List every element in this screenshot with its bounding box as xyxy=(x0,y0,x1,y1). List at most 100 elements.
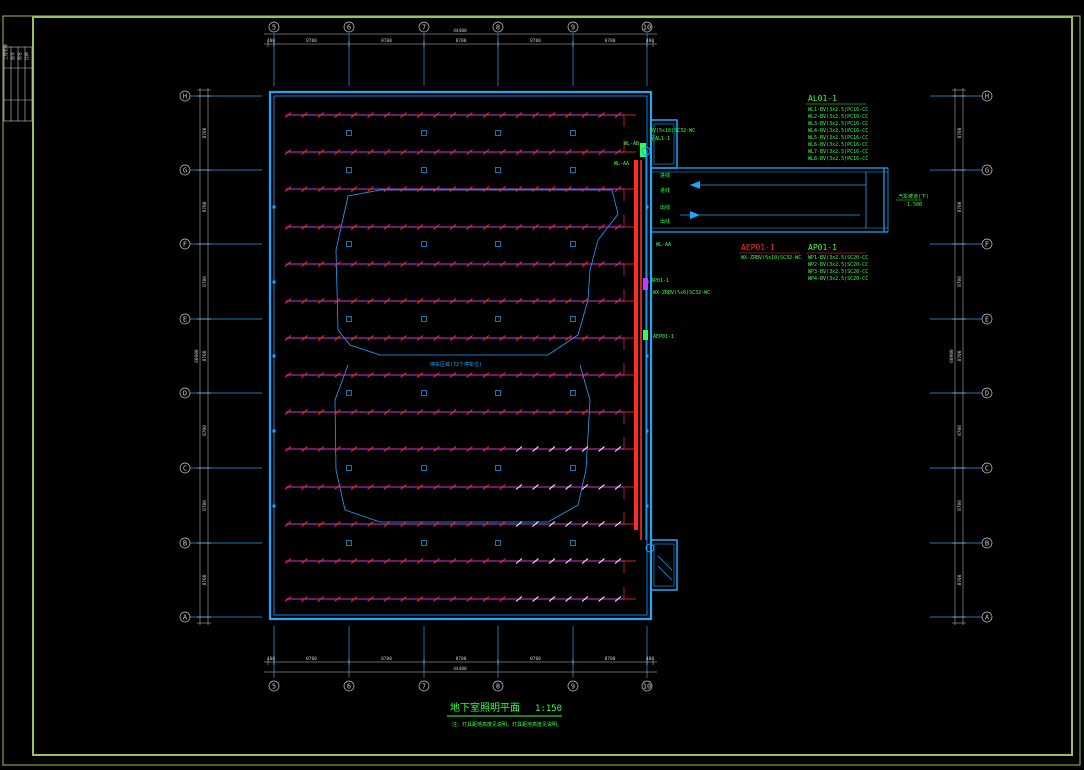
panel-ap01[interactable] xyxy=(643,278,648,290)
light-fixture xyxy=(350,409,358,415)
column-axis-bubble xyxy=(567,21,579,33)
light-fixture xyxy=(598,149,605,155)
light-fixture xyxy=(581,335,589,341)
light-fixture xyxy=(383,558,391,564)
light-fixture xyxy=(334,521,341,527)
light-fixture xyxy=(614,335,622,341)
light-fixture xyxy=(317,558,325,564)
wl-a-label: WL-AA xyxy=(656,242,671,248)
drawing-note: 注：灯具距地高度见说明，灯具距地高度见说明。 xyxy=(452,721,562,728)
light-fixture xyxy=(565,186,572,192)
light-fixture xyxy=(548,149,556,155)
light-fixture xyxy=(416,224,424,230)
light-fixture xyxy=(598,298,605,304)
row-axis-bubble xyxy=(981,238,993,250)
emergency-light xyxy=(421,167,427,173)
light-fixture xyxy=(548,484,556,490)
light-fixture xyxy=(482,446,490,452)
column-axis-label: 9 xyxy=(571,24,575,32)
emergency-light xyxy=(495,130,501,136)
light-fixture xyxy=(367,484,374,490)
light-fixture xyxy=(581,446,589,452)
row-axis-label: A xyxy=(183,614,188,622)
light-fixture xyxy=(482,372,490,378)
row-axis-bubble xyxy=(981,90,993,102)
light-fixture xyxy=(301,521,308,527)
light-fixture xyxy=(350,596,358,602)
light-fixture xyxy=(482,112,490,118)
light-fixture xyxy=(433,409,440,415)
light-fixture xyxy=(614,484,622,490)
light-fixture xyxy=(548,298,556,304)
parking-zone-outline xyxy=(335,189,619,356)
light-fixture xyxy=(284,261,292,267)
light-fixture xyxy=(532,372,539,378)
light-fixture xyxy=(317,224,325,230)
dimension-label: 8700 xyxy=(381,38,392,44)
light-fixture xyxy=(334,261,341,267)
drawing-title-main: 地下室照明平面 xyxy=(450,701,520,714)
light-fixture xyxy=(367,372,374,378)
column-axis-label: 7 xyxy=(422,683,426,691)
light-fixture xyxy=(515,261,523,267)
light-fixture xyxy=(449,149,457,155)
emergency-light xyxy=(495,540,501,546)
light-fixture xyxy=(548,335,556,341)
light-fixture xyxy=(598,446,605,452)
light-fixture xyxy=(565,446,572,452)
column-axis-bubble xyxy=(567,680,579,692)
wall-light xyxy=(272,504,276,508)
emergency-light xyxy=(495,167,501,173)
column-axis-label: 10 xyxy=(643,683,651,691)
light-fixture xyxy=(581,112,589,118)
entry-label: 进线 xyxy=(660,172,670,179)
emergency-light xyxy=(570,316,576,322)
panel-aep01[interactable] xyxy=(643,330,648,340)
light-fixture xyxy=(532,149,539,155)
column-axis-bubble xyxy=(641,680,653,692)
ramp xyxy=(651,167,889,233)
main-riser xyxy=(634,143,655,553)
wall-light xyxy=(645,504,649,508)
column-axis-label: 7 xyxy=(422,24,426,32)
row-axis-label: D xyxy=(985,390,989,398)
entry-label: 出线 xyxy=(660,204,670,211)
column-axis-bubble xyxy=(343,21,355,33)
dimension-label: 400 xyxy=(646,38,654,44)
panel-circuit-line: WL4-BV(3x2.5)PC16-CC xyxy=(808,128,868,134)
light-fixture xyxy=(482,186,490,192)
row-axis-bubble xyxy=(179,164,191,176)
dimension-label: 8700 xyxy=(957,574,963,585)
light-fixture xyxy=(449,298,457,304)
light-fixture xyxy=(614,149,622,155)
wall-light xyxy=(272,280,276,284)
dimension-label: 8700 xyxy=(530,38,541,44)
parking-zone-label: 停车区域(72个停车位) xyxy=(430,361,482,368)
light-fixture xyxy=(400,372,407,378)
light-fixture xyxy=(400,596,407,602)
light-fixture xyxy=(515,521,523,527)
row-axis-label: C xyxy=(183,465,187,473)
light-fixture xyxy=(548,558,556,564)
light-fixture xyxy=(284,521,292,527)
light-fixture xyxy=(499,409,506,415)
light-fixture xyxy=(317,409,325,415)
light-fixture xyxy=(499,558,506,564)
dimension-label: 400 xyxy=(646,656,654,662)
light-fixture xyxy=(301,112,308,118)
panel-circuit-line: WL7-BV(3x2.5)PC16-CC xyxy=(808,149,868,155)
building-outline xyxy=(268,90,889,621)
emergency-light xyxy=(495,316,501,322)
light-fixture xyxy=(284,224,292,230)
light-fixture xyxy=(400,484,407,490)
light-fixture xyxy=(383,298,391,304)
title-block-cell: 图名 xyxy=(16,52,22,60)
title-block: 工程名称 图号 图名 比例 xyxy=(2,44,33,122)
row-axis-label: E xyxy=(985,316,989,324)
emergency-light xyxy=(495,390,501,396)
light-fixture xyxy=(416,261,424,267)
panel-al01[interactable] xyxy=(640,143,646,157)
light-fixture xyxy=(301,558,308,564)
light-fixture xyxy=(565,298,572,304)
